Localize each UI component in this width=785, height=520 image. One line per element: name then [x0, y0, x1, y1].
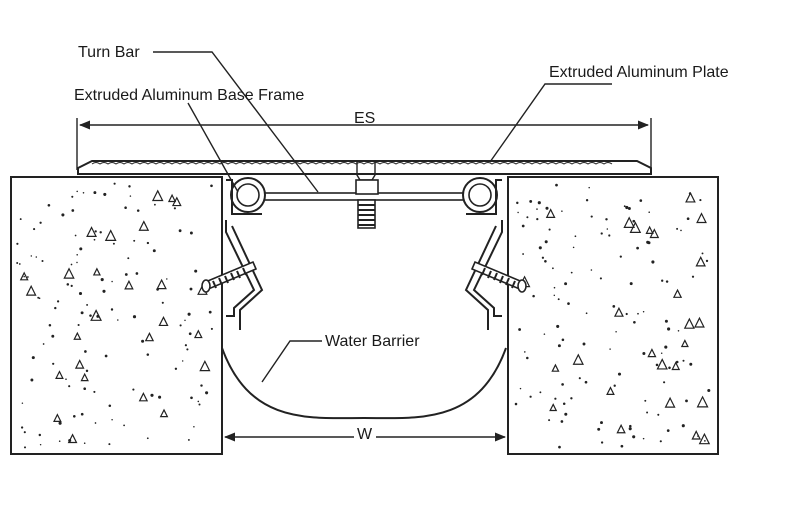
es-label: ES — [354, 110, 375, 127]
water-barrier-label: Water Barrier — [325, 333, 420, 350]
right-anchor-bolt — [470, 260, 527, 293]
w-label: W — [357, 426, 373, 443]
water-barrier — [221, 347, 507, 420]
left-concrete-slab — [10, 176, 223, 455]
es-dimension: ES — [76, 110, 652, 170]
left-base-frame — [201, 177, 266, 330]
turn-bar-label: Turn Bar — [78, 44, 140, 61]
w-dimension: W — [223, 426, 507, 443]
right-concrete-slab — [507, 176, 719, 455]
right-base-frame — [462, 177, 527, 330]
right-concrete-aggregate — [514, 183, 711, 449]
left-concrete-aggregate — [16, 182, 213, 449]
left-anchor-bolt — [201, 260, 258, 293]
plate-label: Extruded Aluminum Plate — [549, 64, 729, 81]
base-frame-label: Extruded Aluminum Base Frame — [74, 87, 304, 104]
leader-lines — [153, 51, 612, 383]
turn-bar — [261, 179, 467, 229]
